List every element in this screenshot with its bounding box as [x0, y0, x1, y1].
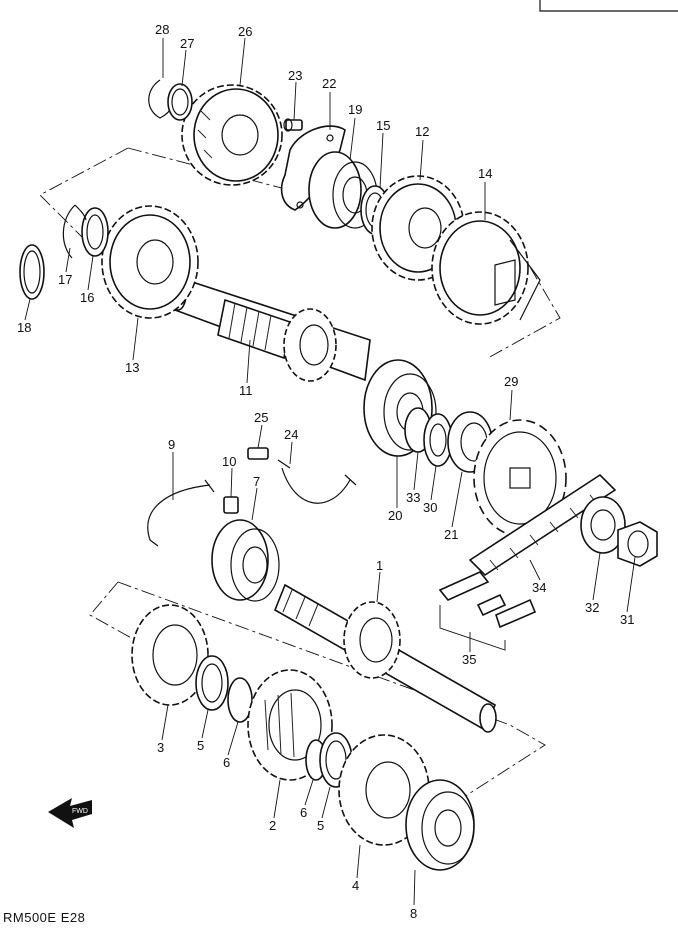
circlip-6-left: [227, 677, 253, 723]
callout-19: 19: [348, 102, 362, 117]
driveshaft-1: [273, 583, 497, 733]
fwd-label: FWD: [72, 808, 88, 815]
callout-1: 1: [376, 558, 383, 573]
callout-11: 11: [239, 383, 253, 398]
bearing-8: [405, 779, 475, 871]
screw-23: [283, 118, 303, 132]
callout-20: 20: [388, 508, 402, 523]
callout-15: 15: [376, 118, 390, 133]
leader-lines: [24, 37, 636, 906]
callout-33: 33: [406, 490, 420, 505]
diagram-caption: RM500E E28: [3, 910, 85, 925]
callout-30: 30: [423, 500, 437, 515]
bearing-7: [211, 519, 280, 602]
chain-joint-35: [438, 571, 537, 651]
callout-5-left: 5: [197, 738, 204, 753]
callout-7: 7: [253, 474, 260, 489]
countershaft-11: [169, 276, 371, 382]
callout-21: 21: [444, 527, 458, 542]
circlip-18: [19, 244, 45, 300]
callout-16: 16: [80, 290, 94, 305]
callout-labels: 28 27 26 23 22 19 15 12 14 16 17 18 13 1…: [17, 22, 634, 921]
chain-34: [468, 473, 617, 577]
gear-13: [101, 205, 199, 319]
callout-26: 26: [238, 24, 252, 39]
gear-14: [431, 211, 541, 325]
screw-10: [223, 496, 239, 514]
screw-25: [247, 447, 269, 460]
countershaft-boundary-left: [39, 147, 129, 251]
retainer-24: [277, 459, 357, 504]
callout-34: 34: [532, 580, 546, 595]
driveshaft-boundary-left: [89, 581, 136, 641]
lock-washer-32: [580, 496, 626, 554]
callout-29: 29: [504, 374, 518, 389]
callout-4: 4: [352, 878, 359, 893]
gear-3: [131, 604, 209, 706]
callout-25: 25: [254, 410, 268, 425]
callout-12: 12: [415, 124, 429, 139]
callout-9: 9: [168, 437, 175, 452]
callout-28: 28: [155, 22, 169, 37]
callout-32: 32: [585, 600, 599, 615]
driveshaft-boundary-right: [117, 581, 546, 839]
sprocket-29: [473, 419, 567, 537]
callout-31: 31: [620, 612, 634, 627]
callout-22: 22: [322, 76, 336, 91]
frame-corner: [539, 0, 678, 12]
callout-6-right: 6: [300, 805, 307, 820]
callout-10: 10: [222, 454, 236, 469]
gear-26: [181, 84, 283, 186]
circlip-9: [147, 479, 215, 547]
washer-16: [81, 207, 109, 257]
callout-18: 18: [17, 320, 31, 335]
washer-27: [167, 83, 193, 121]
callout-13: 13: [125, 360, 139, 375]
callout-23: 23: [288, 68, 302, 83]
fwd-arrow-icon: FWD: [48, 798, 92, 828]
callout-3: 3: [157, 740, 164, 755]
callout-5-right: 5: [317, 818, 324, 833]
callout-24: 24: [284, 427, 298, 442]
callout-14: 14: [478, 166, 492, 181]
callout-35: 35: [462, 652, 476, 667]
callout-27: 27: [180, 36, 194, 51]
callout-17: 17: [58, 272, 72, 287]
nut-31: [617, 521, 658, 567]
callout-8: 8: [410, 906, 417, 921]
washer-5-left: [195, 655, 229, 711]
callout-6-left: 6: [223, 755, 230, 770]
callout-2: 2: [269, 818, 276, 833]
